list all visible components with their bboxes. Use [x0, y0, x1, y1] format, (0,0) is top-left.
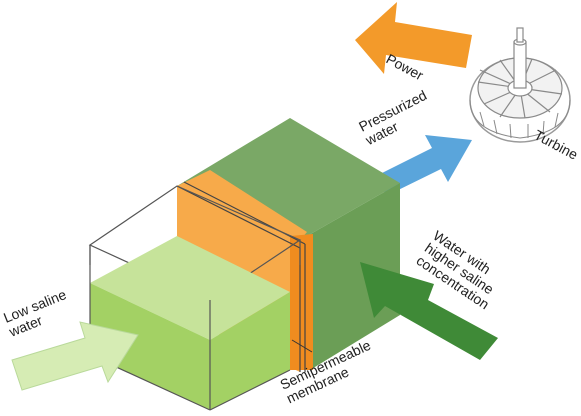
membrane-top-face	[177, 170, 307, 240]
high-saline-water	[300, 183, 400, 370]
turbine-label: Turbine	[532, 127, 581, 163]
low-saline-water-label: Low saline water	[1, 286, 69, 340]
low-saline-water	[90, 283, 210, 410]
low-saline-water-front	[210, 292, 290, 410]
pressurized-water-arrow	[378, 135, 472, 196]
power-arrow	[355, 2, 472, 74]
high-saline-top-face	[177, 118, 400, 240]
higher-saline-water-arrow	[360, 262, 498, 360]
low-saline-top-face	[90, 236, 290, 340]
turbine-icon	[469, 27, 571, 143]
pressurized-water-label: Pressurized water	[356, 87, 429, 149]
membrane-front-edge	[290, 234, 313, 370]
low-saline-water-arrow	[11, 321, 139, 391]
membrane-pointer-line	[291, 339, 313, 353]
